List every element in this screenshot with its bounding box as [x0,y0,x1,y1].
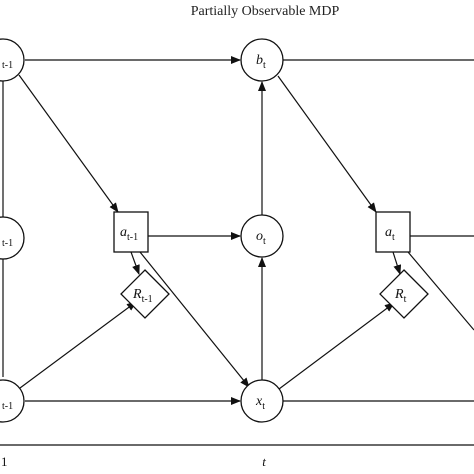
node-r-prev: Rt-1 [120,269,170,319]
node-b-prev-sub: t-1 [2,60,13,71]
edge-b-prev-to-a-prev [18,74,119,213]
node-x-prev-sub: t-1 [2,401,13,412]
node-a-prev: at-1 [113,211,149,253]
node-b-t-sub: t [263,60,266,71]
node-r-t-sub: t [404,294,407,305]
node-b-t: bt [240,38,284,82]
diagram-title: Partially Observable MDP [191,4,340,19]
node-a-t-sub: t [392,232,395,243]
edge-a-t-to-r-t [392,251,402,275]
node-a-prev-sub: t-1 [127,232,138,243]
edge-a-prev-to-r-prev [130,251,140,275]
svg-text:at-1: at-1 [120,225,138,243]
svg-text:t-1: t-1 [2,238,13,249]
edge-b-t-to-a-t [277,75,377,213]
edge-x-prev-to-r-prev [19,301,137,389]
node-r-t: Rt [379,269,429,319]
svg-text:at: at [385,225,395,243]
edge-a-prev-to-x-t [139,251,250,388]
node-x-t-sub: t [262,401,265,412]
axis-label-t: t [262,454,266,469]
svg-text:ot: ot [256,229,266,247]
edge-x-t-to-r-t [278,302,395,390]
node-a-t: at [375,211,411,253]
svg-text:t-1: t-1 [2,60,13,71]
node-b-prev: t-1 [0,38,25,82]
edge-a-t-to-next-x [407,251,474,331]
edges [0,56,474,446]
axis-label-left: 1 [1,454,8,469]
svg-text:Rt-1: Rt-1 [132,287,153,305]
svg-text:xt: xt [255,394,265,412]
svg-text:Rt: Rt [394,287,407,305]
node-r-prev-sub: t-1 [142,294,153,305]
node-o-prev: t-1 [0,216,25,260]
svg-text:bt: bt [256,53,266,71]
node-o-t-sub: t [263,236,266,247]
node-x-t: xt [240,379,284,423]
node-x-prev: t-1 [0,379,25,423]
node-o-prev-sub: t-1 [2,238,13,249]
node-o-t: ot [240,214,284,258]
svg-text:t-1: t-1 [2,401,13,412]
